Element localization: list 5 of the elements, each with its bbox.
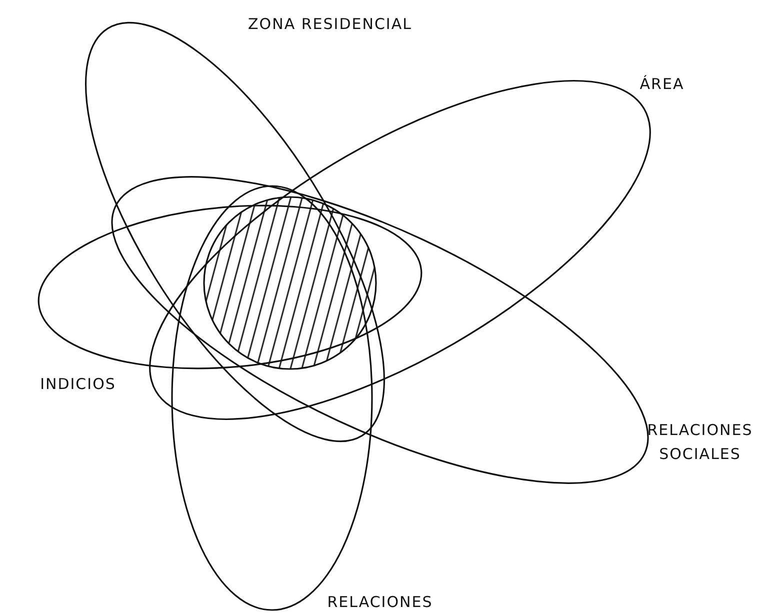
set-label: RELACIONES SOCIALES bbox=[646, 420, 754, 465]
set-label: INDICIOS bbox=[39, 374, 117, 395]
set-label: ZONA RESIDENCIAL bbox=[247, 14, 413, 35]
set-label: RELACIONES bbox=[326, 592, 434, 613]
set-label: ÁREA bbox=[638, 74, 686, 95]
